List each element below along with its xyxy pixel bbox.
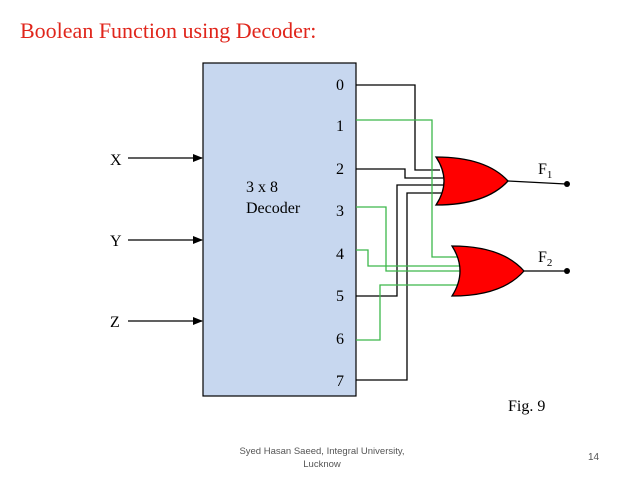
input-label-z: Z [110,314,120,331]
decoder-label-line1: 3 x 8 [246,179,278,196]
output-label-5: 5 [336,288,344,305]
input-label-y: Y [110,233,122,250]
wire-output-7-to-f1 [356,192,443,381]
footer-line2: Lucknow [303,459,341,470]
footer-line1: Syed Hasan Saeed, Integral University, [239,446,405,457]
figure-label: Fig. 9 [508,398,545,415]
output-label-3: 3 [336,203,344,220]
output-label-2: 2 [336,161,344,178]
wire-output-4-to-f2 [356,249,461,267]
output-label-7: 7 [336,373,344,390]
wire-output-5-to-f1 [356,184,444,297]
output-label-6: 6 [336,331,344,348]
footer-credit: Syed Hasan Saeed, Integral University, L… [222,445,422,471]
or-gate-f2 [450,245,525,297]
output-label-4: 4 [336,246,344,263]
decoder-block [202,62,357,397]
gate-f2-output-terminal [564,268,570,274]
page-number: 14 [588,452,600,463]
slide-title: Boolean Function using Decoder: [20,18,317,43]
wire-output-6-to-f2 [356,284,458,341]
or-gate-f1 [434,156,509,206]
gate-f1-output-wire [507,180,567,185]
output-label-1: 1 [336,118,344,135]
gate-f2-output-label: F2 [538,249,552,269]
gate-f1-output-label: F1 [538,161,552,181]
output-label-0: 0 [336,77,344,94]
wire-output-0-to-f1 [356,84,440,171]
input-label-x: X [110,152,122,169]
wire-output-2-to-f1 [356,168,443,179]
wire-output-1-to-f2 [356,119,458,258]
decoder-label-line2: Decoder [246,200,301,217]
wire-output-3-to-f2 [356,206,461,272]
gate-f1-output-terminal [564,181,570,187]
